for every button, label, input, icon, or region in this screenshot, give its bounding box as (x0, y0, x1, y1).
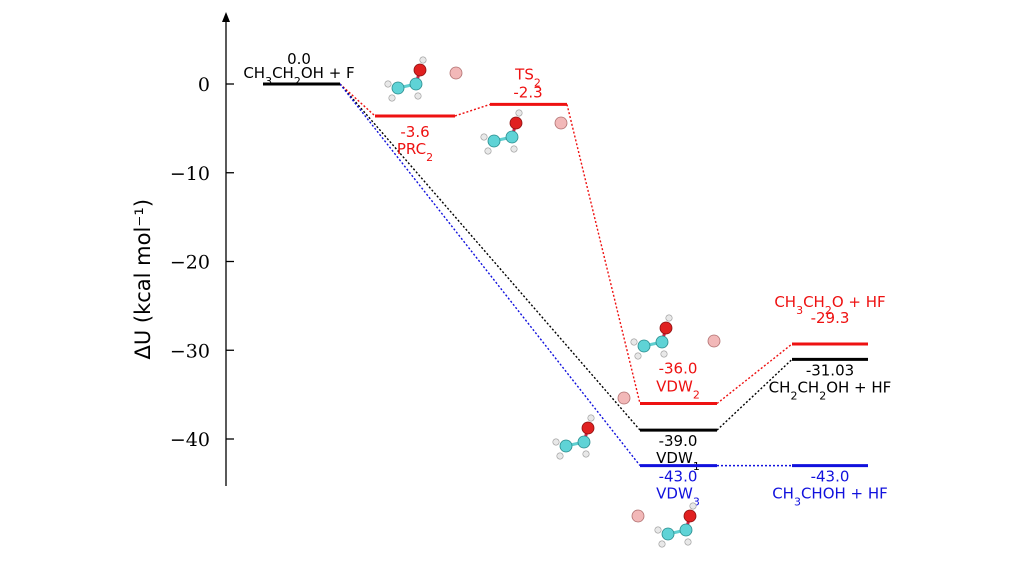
level-value-prod_black: -31.03 (806, 361, 854, 379)
level-name-prod_black: CH2CH2OH + HF (769, 378, 892, 402)
level-value-vdw3: -43.0 (659, 468, 698, 486)
level-name-prc2: PRC2 (397, 140, 433, 164)
level-name-prod_red: CH3CH2O + HF (774, 293, 885, 317)
molecule-prc2-icon (384, 56, 463, 102)
molecule-vdw1-icon (552, 391, 631, 460)
level-name-prod_blue: CH3CHOH + HF (772, 485, 888, 509)
level-value-prod_red: -29.3 (811, 309, 850, 327)
y-tick-label: −40 (170, 429, 210, 451)
y-tick-label: −20 (170, 252, 210, 274)
connector-prc2-ts2 (454, 103, 491, 117)
connector-vdw1-prod_black (716, 358, 793, 431)
y-tick-label: 0 (198, 74, 210, 96)
level-name-ts2: TS2 (514, 65, 541, 89)
level-value-reactant: 0.0 (287, 50, 311, 68)
level-name-vdw3: VDW3 (656, 485, 700, 509)
y-tick-label: −30 (170, 340, 210, 362)
level-value-vdw1: -39.0 (659, 432, 698, 450)
y-axis-label: ΔU (kcal mol⁻¹) (131, 199, 155, 360)
molecule-vdw3-icon (631, 502, 697, 548)
connector-reactant-vdw3 (339, 83, 641, 467)
level-value-vdw2: -36.0 (659, 360, 698, 378)
level-value-prod_blue: -43.0 (811, 468, 850, 486)
molecule-ts2-icon (480, 109, 568, 155)
connector-reactant-vdw1 (339, 83, 641, 431)
level-value-ts2: -2.3 (513, 83, 542, 101)
molecule-vdw2-icon (630, 314, 721, 360)
y-tick-label: −10 (170, 163, 210, 185)
connector-ts2-vdw2 (566, 104, 641, 404)
connector-reactant-prc2 (339, 83, 376, 117)
level-name-reactant: CH3CH2OH + F (243, 64, 354, 88)
y-axis-arrow-icon (222, 12, 230, 22)
level-value-prc2: -3.6 (400, 123, 429, 141)
level-name-vdw2: VDW2 (656, 378, 700, 402)
